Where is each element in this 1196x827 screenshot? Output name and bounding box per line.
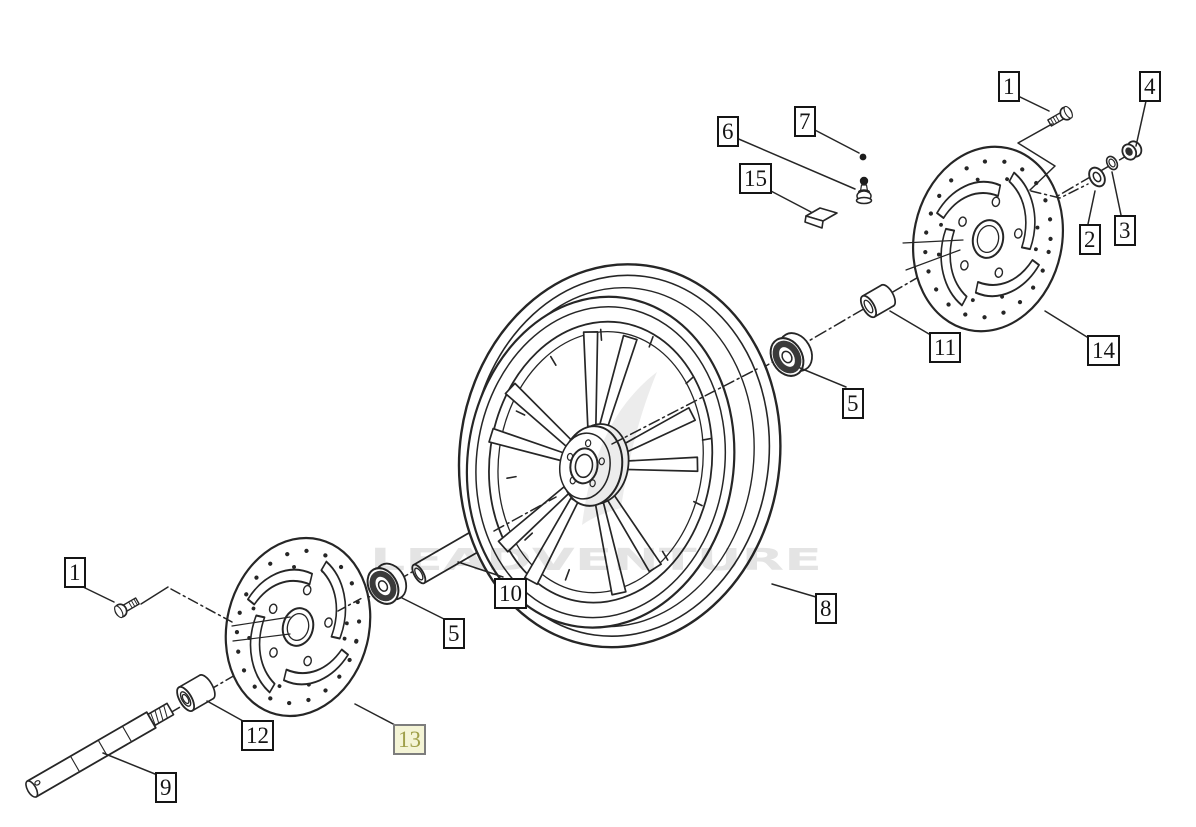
front-axle[interactable]	[24, 701, 175, 799]
wheel-bearing-left[interactable]	[361, 558, 412, 609]
axle-screw-left[interactable]	[113, 595, 141, 619]
watermark-text: LEADVENTURE	[370, 543, 822, 578]
callout-1-left[interactable]: 1	[64, 557, 86, 588]
axle-nut[interactable]	[1120, 139, 1144, 162]
callout-11[interactable]: 11	[929, 332, 962, 363]
leader-lines	[80, 94, 1147, 775]
valve-stem[interactable]	[855, 176, 873, 205]
callout-7[interactable]: 7	[794, 106, 816, 137]
axle-spacer-left[interactable]	[174, 672, 219, 713]
callout-15[interactable]: 15	[739, 163, 772, 194]
callout-1-right[interactable]: 1	[998, 71, 1020, 102]
brake-disc-left[interactable]	[207, 522, 388, 731]
watermark-glyph	[582, 372, 657, 525]
lock-washer[interactable]	[1104, 155, 1119, 172]
valve-cap[interactable]	[859, 153, 867, 161]
callout-13-highlighted[interactable]: 13	[393, 724, 426, 755]
callout-14[interactable]: 14	[1087, 335, 1120, 366]
callout-10[interactable]: 10	[494, 578, 527, 609]
axle-screw-right[interactable]	[1046, 105, 1074, 129]
callout-4[interactable]: 4	[1139, 71, 1161, 102]
callout-5-left[interactable]: 5	[443, 618, 465, 649]
wheel-bearing-right[interactable]	[764, 327, 819, 382]
callout-12[interactable]: 12	[241, 720, 274, 751]
callout-9[interactable]: 9	[155, 772, 177, 803]
axle-spacer-right[interactable]	[858, 282, 899, 319]
flat-washer[interactable]	[1086, 165, 1108, 189]
callout-3[interactable]: 3	[1114, 215, 1136, 246]
callout-2[interactable]: 2	[1079, 224, 1101, 255]
callout-6[interactable]: 6	[717, 116, 739, 147]
watermark: LEADVENTURE	[370, 372, 822, 578]
wheel-weight[interactable]	[804, 207, 838, 229]
callout-8[interactable]: 8	[815, 593, 837, 624]
callout-5-right[interactable]: 5	[842, 388, 864, 419]
brake-disc-right[interactable]	[896, 133, 1079, 346]
